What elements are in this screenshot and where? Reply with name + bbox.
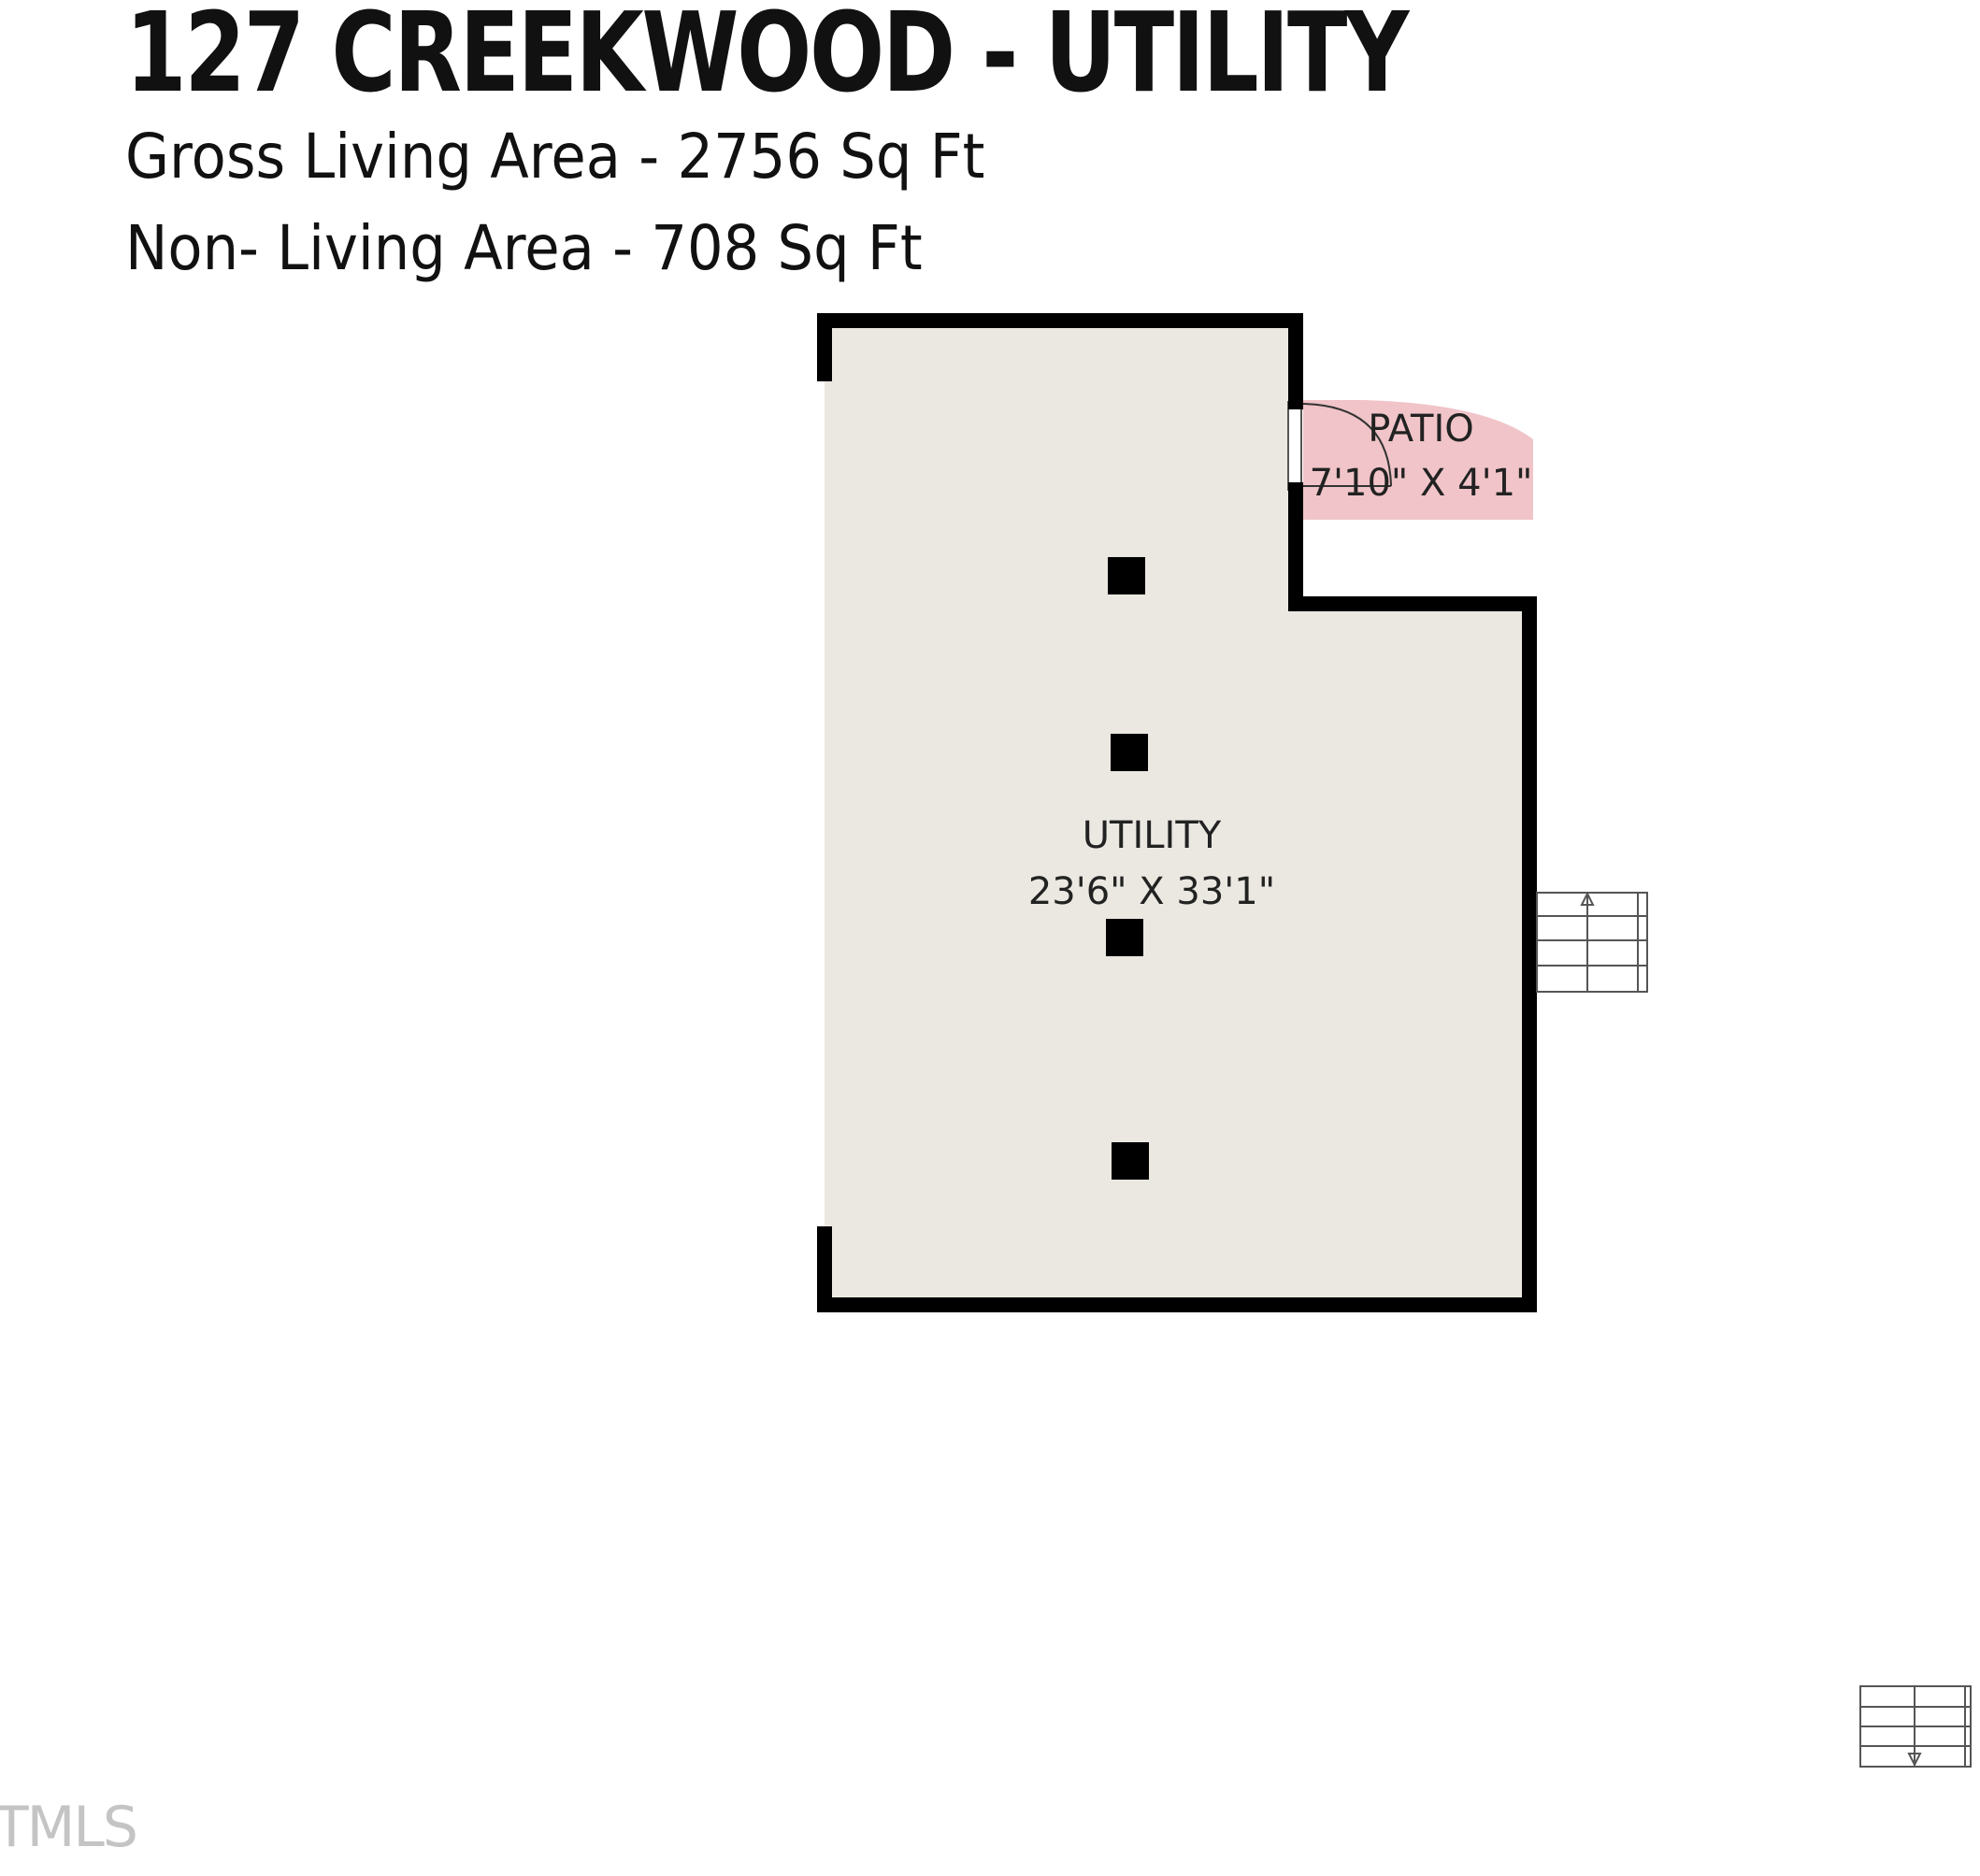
- exterior-walls: [817, 313, 1537, 1312]
- patio-room-name: PATIO: [1368, 408, 1474, 451]
- support-post: [1111, 734, 1148, 771]
- stairs-right: [1536, 891, 1648, 993]
- gross-living-area-text: Gross Living Area - 2756 Sq Ft: [125, 121, 985, 193]
- non-living-area-text: Non- Living Area - 708 Sq Ft: [125, 212, 923, 284]
- utility-floor: [825, 321, 1529, 1305]
- support-post: [1106, 919, 1143, 956]
- stairs-bottom-right: [1859, 1685, 1972, 1768]
- patio-area: [1303, 400, 1533, 520]
- door-swing-arc: [1302, 403, 1392, 487]
- support-post: [1108, 557, 1145, 594]
- page-title: 127 CREEKWOOD - UTILITY: [125, 0, 1409, 117]
- patio-room-dimensions: 7'10" X 4'1": [1310, 462, 1533, 505]
- support-post: [1112, 1142, 1149, 1180]
- mls-watermark: TMLS: [0, 1795, 138, 1860]
- utility-room-name: UTILITY: [1083, 814, 1222, 857]
- stairs-down-arrow-icon: [1907, 1753, 1922, 1768]
- door-opening: [1287, 401, 1302, 491]
- utility-room-dimensions: 23'6" X 33'1": [1028, 870, 1275, 913]
